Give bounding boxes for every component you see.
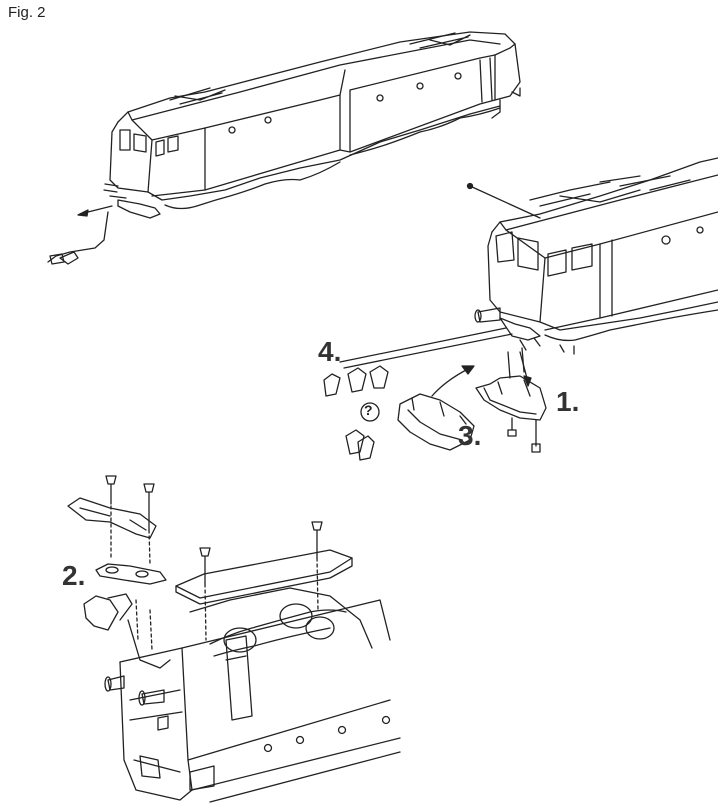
replacement-pocket-icon	[398, 366, 474, 450]
locomotive-front-detail-icon	[340, 158, 718, 368]
question-mark-icon	[361, 403, 379, 421]
step-3-label: 3.	[458, 420, 482, 451]
question-mark-text: ?	[364, 402, 373, 418]
step-2-label: 2.	[62, 560, 86, 591]
coupler-pocket-icon	[476, 348, 546, 452]
locomotive-overview-icon	[48, 32, 520, 264]
step-1-label: 1.	[556, 386, 580, 417]
coupler-hooks-icon	[324, 366, 388, 460]
step-4-label: 4.	[318, 336, 342, 367]
figure-label: Fig. 2	[8, 4, 46, 21]
mounting-parts-icon	[68, 476, 352, 668]
locomotive-closeup-icon	[105, 588, 400, 802]
